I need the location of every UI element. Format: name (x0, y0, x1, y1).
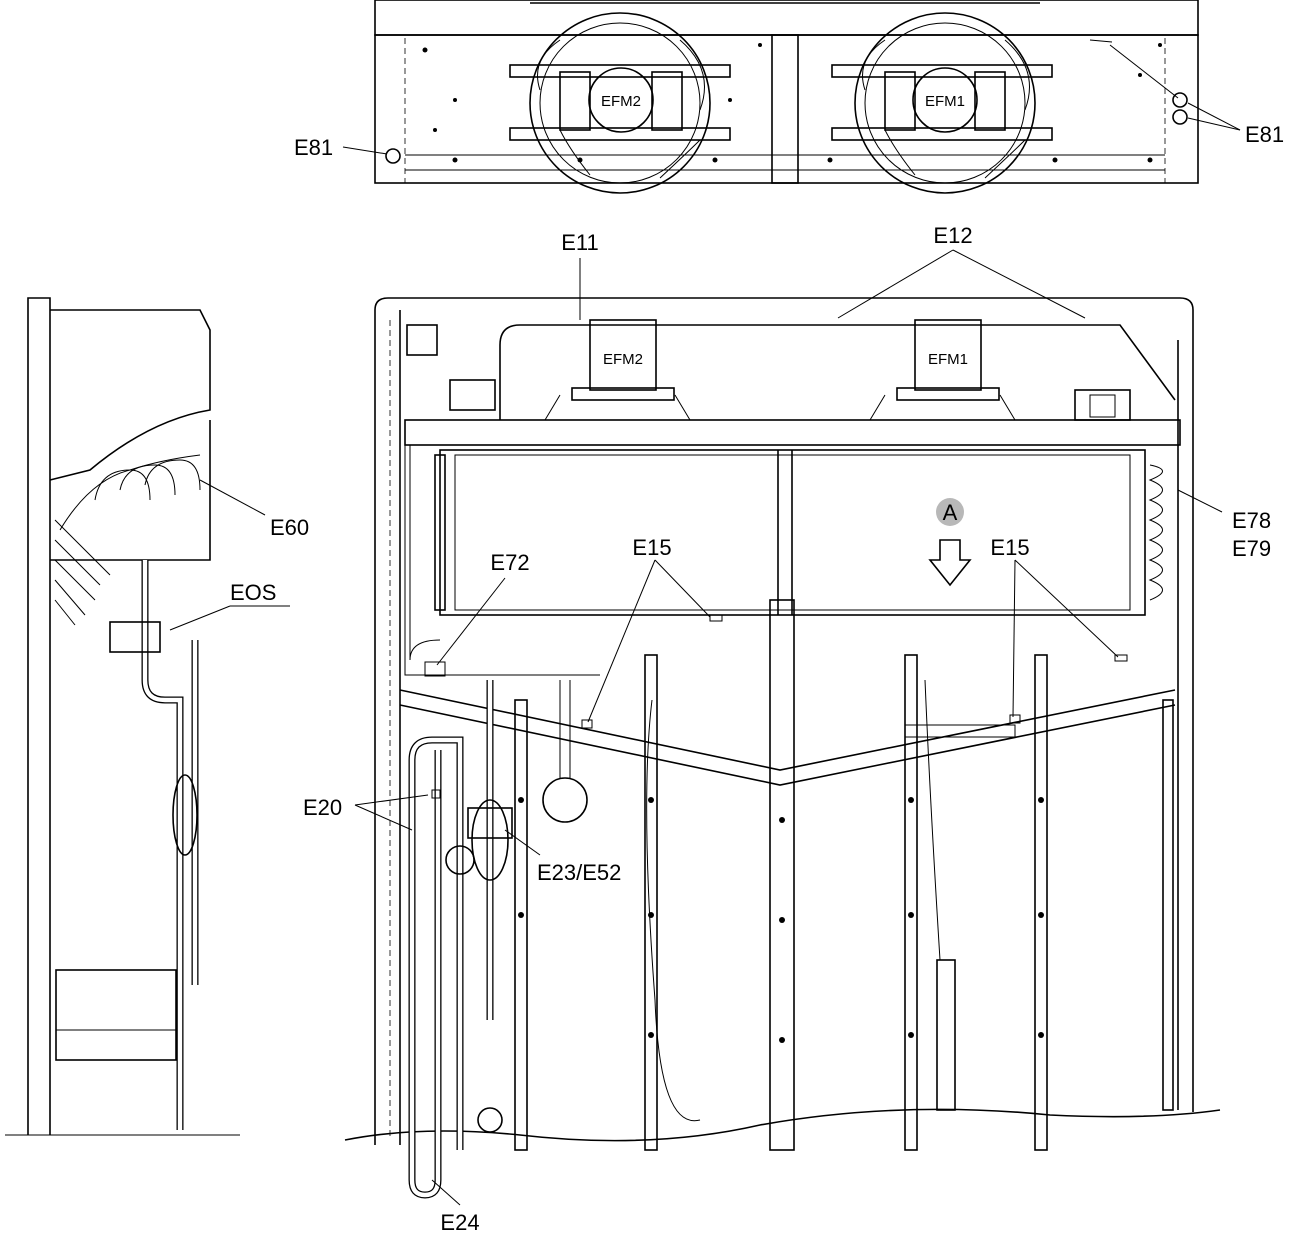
drain-pan-lower (399, 704, 1176, 786)
top-fan-efm2: EFM2 (509, 12, 731, 194)
filter-drier (471, 799, 509, 881)
view-a-label: A (943, 500, 958, 525)
e15-right-label: E15 (990, 535, 1029, 560)
e81-right-label: E81 (1245, 122, 1284, 147)
e79-label: E79 (1232, 536, 1271, 561)
e81-sensor-left (385, 148, 401, 164)
top-fan-efm1: EFM1 (831, 12, 1053, 194)
top-view-header-panel (374, 0, 1199, 36)
efm1-motor (914, 319, 982, 391)
e60-label: E60 (270, 515, 309, 540)
top-view-rivets (422, 43, 1162, 163)
side-view-fan-housing (49, 309, 211, 481)
top-view: EFM2 EFM1 (294, 0, 1284, 194)
front-view-outer-panel (374, 297, 1194, 1145)
junction-box (1074, 389, 1131, 421)
drain-heater-coil (1148, 464, 1163, 601)
front-view-leaders (354, 249, 1223, 1206)
e81-left-leader (342, 146, 388, 155)
e81-left-label: E81 (294, 135, 333, 160)
side-view-filter-drier (172, 774, 198, 856)
e81-right-leader-b (1187, 117, 1241, 131)
e20-label: E20 (303, 795, 342, 820)
e11-label: E11 (561, 230, 599, 255)
suction-accumulator (542, 777, 588, 823)
top-view-housing (374, 34, 1199, 184)
e72-label: E72 (490, 550, 529, 575)
front-fan-right-label: EFM1 (928, 351, 968, 368)
e81-sensor-right-a (1172, 92, 1188, 108)
e15-left-label: E15 (632, 535, 671, 560)
view-a-arrow (928, 539, 972, 587)
e12-label: E12 (933, 223, 972, 248)
top-fan-right-label: EFM1 (925, 93, 965, 110)
e81-right-leader-a (1187, 102, 1241, 131)
e24-label: E24 (440, 1210, 479, 1234)
fan-shelf (404, 419, 1181, 446)
e23-e52-label: E23/E52 (537, 860, 621, 885)
side-view-back-panel (27, 297, 51, 1135)
terminal-strip (936, 959, 956, 1111)
vertical-rails (514, 599, 1174, 1151)
refrigerant-piping (408, 614, 1128, 1199)
view-a-marker (936, 498, 964, 526)
e81-sensor-right-b (1172, 109, 1188, 125)
eos-label: EOS (230, 580, 276, 605)
top-fan-left-label: EFM2 (601, 93, 641, 110)
side-view-lower-box (55, 969, 177, 1061)
front-view-break-line (344, 1108, 1221, 1142)
top-view-center-divider (771, 34, 799, 184)
efm2-motor (589, 319, 657, 391)
side-view: E60 EOS (5, 297, 309, 1136)
front-fan-left-label: EFM2 (603, 351, 643, 368)
front-view: EFM2 EFM1 A (303, 223, 1271, 1234)
side-view-coil-bends (94, 459, 201, 501)
e78-label: E78 (1232, 508, 1271, 533)
